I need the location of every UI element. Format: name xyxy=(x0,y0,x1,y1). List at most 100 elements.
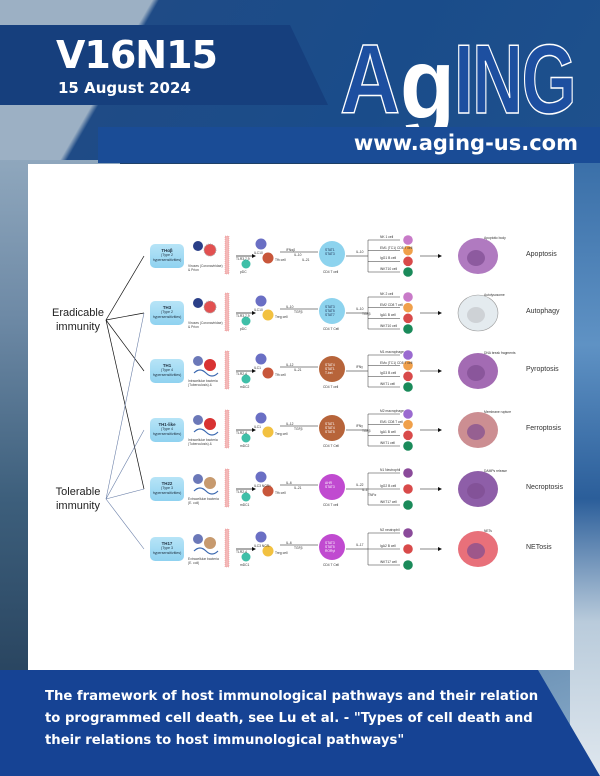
cell-death-type-label: Ferroptosis xyxy=(526,425,562,432)
output-cytokine-label: IL-22 xyxy=(356,483,364,487)
epithelial-barrier xyxy=(224,292,230,332)
pathogen-icon xyxy=(204,359,216,371)
helper-cell-icon xyxy=(262,309,274,321)
pathogen-icon xyxy=(203,243,217,257)
tlr-label: TLR2,4 xyxy=(236,431,247,435)
flow-arrowhead xyxy=(438,254,442,258)
cd4-label: CD4 T Cell xyxy=(323,563,340,567)
cell-death-type-label: Pyroptosis xyxy=(526,366,559,373)
cd4-label: CD4 T cell xyxy=(323,385,339,389)
cytokine-label: TGFβ xyxy=(294,546,303,550)
output-cytokine-label: IL-17 xyxy=(356,543,364,547)
effector-cell-label: iNKT1 cell xyxy=(380,441,396,445)
immunity-label-line: Tolerable xyxy=(55,486,101,498)
dendritic-cell-icon xyxy=(241,374,251,384)
output-cytokine-label: IFNγ xyxy=(356,424,363,428)
cytokine-label: IL-12 xyxy=(286,363,294,367)
effector-cell-icon xyxy=(403,256,413,267)
dendritic-cell-label: pDC xyxy=(240,327,247,331)
effector-cell-icon xyxy=(403,430,413,441)
pathogen-icon xyxy=(203,300,217,314)
pathogen-icon xyxy=(193,369,219,377)
helper-cell-icon xyxy=(262,485,274,497)
cd4-t-cell-icon xyxy=(319,474,345,500)
helper-cell-icon xyxy=(262,426,274,438)
death-annotation: Apoptotic body xyxy=(484,236,506,240)
effector-cell-label: M1 macrophage xyxy=(380,350,404,354)
epithelial-barrier xyxy=(224,468,230,508)
transcription-factor-label: STAT3 xyxy=(325,541,335,545)
journal-url[interactable]: www.aging-us.com xyxy=(353,131,578,155)
eradicable-connector-line xyxy=(105,312,145,321)
effector-cell-label: INKT10 cell xyxy=(380,324,398,328)
pathogen-icon xyxy=(193,415,203,425)
hypersensitivity-type: hypersensitivities) xyxy=(152,314,182,319)
hypersensitivity-type: hypersensitivities) xyxy=(152,490,182,495)
transcription-factor-label: T-bet xyxy=(325,371,333,375)
ilc-cell-icon xyxy=(255,471,267,483)
hypersensitivity-type: (Type 4 xyxy=(161,427,173,432)
death-annotation: DAMPs release xyxy=(484,469,507,473)
transcription-factor-label: STAT7 xyxy=(325,313,335,317)
cd4-t-cell-icon xyxy=(319,298,345,324)
output-cytokine-label: TGFβ xyxy=(362,429,371,433)
flow-arrowhead xyxy=(252,547,256,551)
output-cytokine-label: TGFβ xyxy=(362,312,371,316)
ilc-cell-icon xyxy=(255,295,267,307)
transcription-factor-label: STAT3 xyxy=(325,305,335,309)
cytokine-label: IL-10 xyxy=(286,305,294,309)
cell-death-type-label: Apoptosis xyxy=(526,251,557,258)
effector-cell-label: N2 neutrophil xyxy=(380,528,400,532)
hypersensitivity-type: hypersensitivities) xyxy=(152,550,182,555)
effector-cell-label: IgG3 B cell xyxy=(380,371,397,376)
tolerable-connector-line xyxy=(105,312,145,500)
output-cytokine-label: IL-1 xyxy=(362,488,368,492)
cytokine-label: IL-12 xyxy=(286,422,294,426)
output-cytokine-label: TNFα xyxy=(368,493,377,497)
ilc-cell-icon xyxy=(255,238,267,250)
issue-banner xyxy=(0,25,328,105)
output-cytokine-label: IL-10 xyxy=(356,307,364,311)
immunity-label-line: immunity xyxy=(55,500,100,512)
pathogen-label: & Prion xyxy=(188,325,199,329)
dendritic-cell-label: mDC1 xyxy=(240,563,250,567)
tlr-label: TLR2,4 xyxy=(236,490,247,494)
effector-cell-label: IgG1 B cell xyxy=(380,256,397,261)
effector-cell-label: IgA1 B cell xyxy=(380,313,396,318)
helper-cell-label: Tfh cell xyxy=(275,373,286,377)
death-annotation: Autolysosome xyxy=(484,293,505,297)
cd4-label: CD4 T cell xyxy=(323,503,339,507)
effector-cell-icon xyxy=(403,360,413,371)
pathogen-label: (E. coli) xyxy=(188,561,200,565)
cytokine-label: TGFβ xyxy=(294,427,303,431)
pathogen-label: & Prion xyxy=(188,268,199,272)
immunology-diagram xyxy=(105,235,499,570)
cytokine-label: IL-21 xyxy=(302,258,310,262)
helper-cell-icon xyxy=(262,367,274,379)
transcription-factor-label: STAT3 xyxy=(325,252,335,256)
dendritic-cell-icon xyxy=(241,316,251,326)
cell-nucleus xyxy=(467,424,485,440)
eradicable-connector-line xyxy=(105,255,145,321)
pathogen-label: Intracellular bacteria xyxy=(188,438,218,442)
death-annotation: DNA break fragments xyxy=(484,351,516,355)
url-banner xyxy=(98,127,600,163)
dendritic-cell-label: mDC2 xyxy=(240,444,250,448)
effector-cell-icon xyxy=(403,441,413,451)
pathogen-icon xyxy=(193,241,203,251)
effector-cell-icon xyxy=(403,302,413,313)
pathogen-label: Extracellular bacteria xyxy=(188,557,219,561)
effector-cell-icon xyxy=(403,409,413,419)
transcription-factor-label: RORγt xyxy=(325,549,335,553)
cytokine-label: IL-10 xyxy=(294,253,302,257)
effector-cell-icon xyxy=(403,500,413,510)
effector-cell-label: EM2 CD8 T cell xyxy=(380,302,403,307)
journal-logo: A g ING xyxy=(339,18,600,134)
cytokine-label: IL-6 xyxy=(286,481,292,485)
pathogen-icon xyxy=(193,298,203,308)
effector-cell-icon xyxy=(403,560,413,570)
flow-arrowhead xyxy=(252,311,256,315)
effector-cell-label: NK 2 cell xyxy=(380,292,394,296)
cd4-t-cell-icon xyxy=(319,534,345,560)
